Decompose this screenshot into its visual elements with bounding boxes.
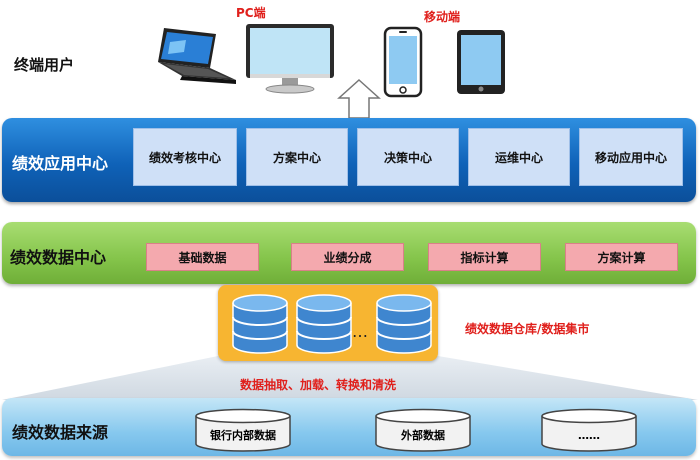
funnel-shape <box>2 356 698 400</box>
module-plan-calc: 方案计算 <box>565 243 678 271</box>
database-icon <box>232 294 288 354</box>
module-plan-center: 方案中心 <box>246 128 348 186</box>
app-center-title: 绩效应用中心 <box>12 154 109 173</box>
source-label-internal: 银行内部数据 <box>210 428 276 442</box>
database-icon <box>376 294 432 354</box>
module-performance-assessment: 绩效考核中心 <box>133 128 237 186</box>
laptop-icon <box>158 28 236 84</box>
source-cylinder-internal: 银行内部数据 <box>195 408 291 452</box>
more-dots: … <box>352 322 369 341</box>
source-label-external: 外部数据 <box>400 428 445 442</box>
source-cylinder-more: …… <box>541 408 637 452</box>
module-ops-center: 运维中心 <box>468 128 570 186</box>
warehouse-label: 绩效数据仓库/数据集市 <box>465 322 590 336</box>
module-mobile-app-center: 移动应用中心 <box>579 128 683 186</box>
up-arrow-icon <box>337 78 381 119</box>
pc-label: PC端 <box>236 6 266 20</box>
smartphone-icon <box>383 26 423 98</box>
source-label-more: …… <box>578 429 600 442</box>
module-performance-split: 业绩分成 <box>291 243 404 271</box>
module-indicator-calc: 指标计算 <box>428 243 541 271</box>
mobile-label: 移动端 <box>424 10 461 24</box>
data-source-title: 绩效数据来源 <box>12 423 109 442</box>
database-icon <box>296 294 352 354</box>
data-center-title: 绩效数据中心 <box>10 248 107 267</box>
source-cylinder-external: 外部数据 <box>375 408 471 452</box>
module-decision-center: 决策中心 <box>357 128 459 186</box>
etl-label: 数据抽取、加载、转换和清洗 <box>240 378 397 392</box>
terminal-user-label: 终端用户 <box>14 56 75 74</box>
pc-monitor-icon <box>246 24 334 94</box>
module-basic-data: 基础数据 <box>146 243 259 271</box>
tablet-icon <box>457 30 505 94</box>
